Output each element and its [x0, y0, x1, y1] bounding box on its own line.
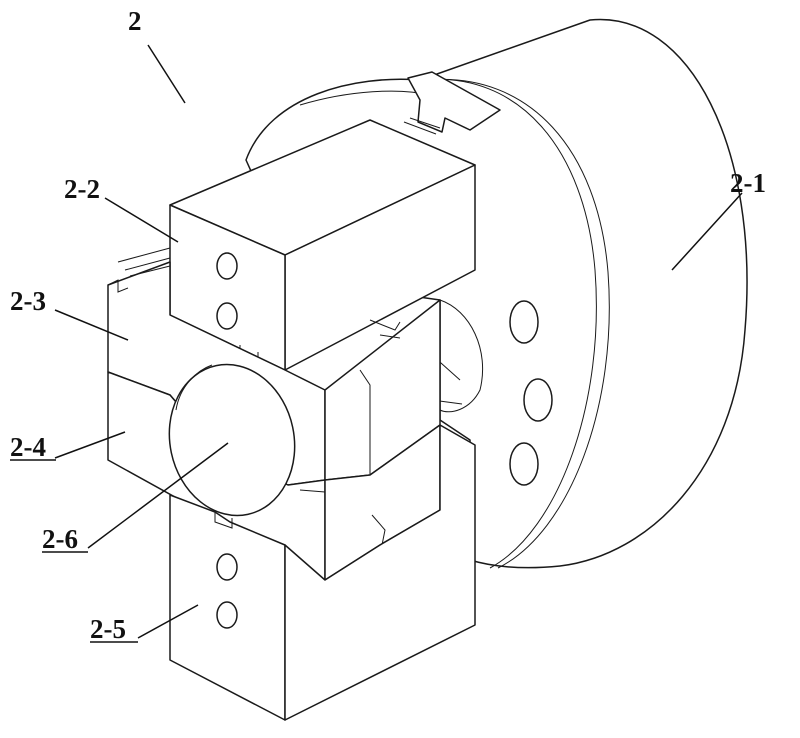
leader-lines [54, 44, 743, 639]
label-assembly: 2 [128, 6, 142, 36]
drum-hole-bottom [509, 442, 539, 486]
lower-block [169, 424, 476, 721]
label-lower-block: 2-5 [90, 614, 126, 644]
drum-hole-top [509, 300, 539, 344]
clamp-bore [168, 363, 296, 517]
lower-block-hole-1 [216, 553, 238, 581]
label-drum: 2-1 [730, 168, 766, 198]
label-lower-clamp: 2-4 [10, 432, 46, 462]
label-bore: 2-6 [42, 524, 78, 554]
leader-bore [87, 442, 229, 549]
leader-assembly [147, 44, 186, 104]
leader-upper-block [104, 197, 179, 243]
lower-block-hole-2 [216, 601, 238, 629]
part-labels: 2 2-2 2-3 2-4 2-6 2-5 2-1 [10, 6, 766, 644]
label-underlines [10, 459, 138, 643]
leader-drum [671, 192, 743, 271]
upper-block-hole-2 [216, 302, 238, 330]
upper-block-hole-1 [216, 252, 238, 280]
label-upper-block: 2-2 [64, 174, 100, 204]
drum-hole-middle [523, 378, 553, 422]
leader-lower-clamp [54, 431, 126, 459]
leader-upper-clamp [54, 309, 129, 341]
label-upper-clamp: 2-3 [10, 286, 46, 316]
leader-lower-block [137, 604, 199, 639]
